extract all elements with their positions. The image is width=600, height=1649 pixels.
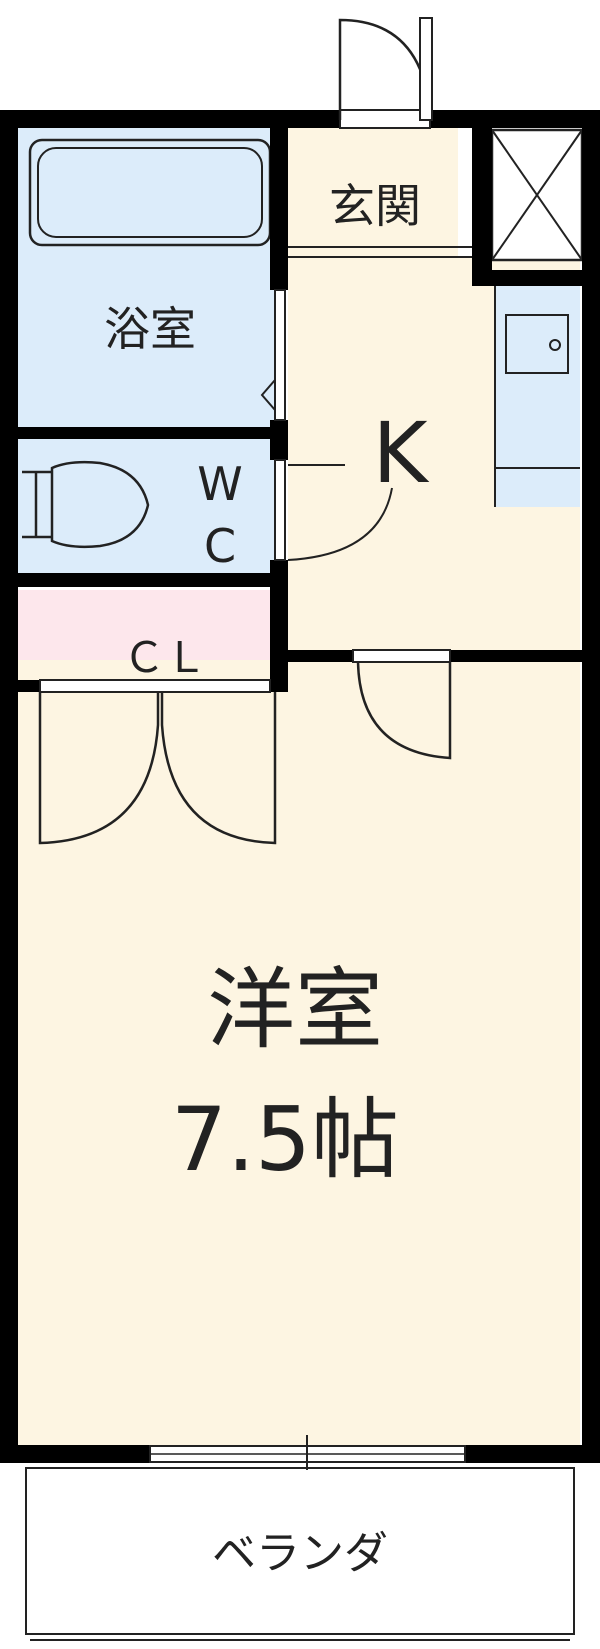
wc-door-swing (287, 487, 393, 561)
shoe-cabinet-x2 (491, 129, 583, 261)
bath-door-handle (260, 379, 276, 411)
toilet-tank (22, 470, 52, 539)
label-closet: ＣＬ (123, 633, 207, 682)
sink-drain (549, 339, 561, 351)
front-door-leaf (419, 17, 433, 121)
bathtub-inner (37, 147, 263, 238)
western-room-area (18, 660, 580, 1445)
veranda-railing (25, 1467, 575, 1635)
label-bath: 浴室 (104, 302, 196, 356)
room-door-gap (352, 649, 451, 663)
label-veranda: ベランダ (212, 1528, 388, 1579)
entrance-area (288, 127, 458, 257)
label-wc-top: W (197, 457, 242, 511)
veranda-area (18, 1462, 582, 1634)
walls (0, 110, 600, 1463)
bath-door (274, 289, 286, 421)
label-western-room: 洋室 (207, 958, 383, 1061)
closet-door-right (160, 692, 277, 845)
closet-door-left (38, 692, 160, 845)
front-door-gap (339, 109, 431, 129)
room-door-swing (356, 661, 452, 760)
label-wc-bottom: C (204, 519, 236, 573)
label-western-room-size: 7.5帖 (171, 1088, 399, 1191)
kitchen-sink (505, 314, 569, 374)
bath-area (18, 127, 283, 427)
wc-door (274, 459, 286, 561)
wc-area (18, 438, 283, 573)
label-entrance: 玄関 (329, 179, 421, 233)
kitchen-counter (495, 282, 580, 507)
front-door (338, 18, 432, 120)
toilet-bowl (50, 460, 150, 549)
label-kitchen: K (372, 404, 429, 502)
closet-door-gap (39, 679, 271, 693)
